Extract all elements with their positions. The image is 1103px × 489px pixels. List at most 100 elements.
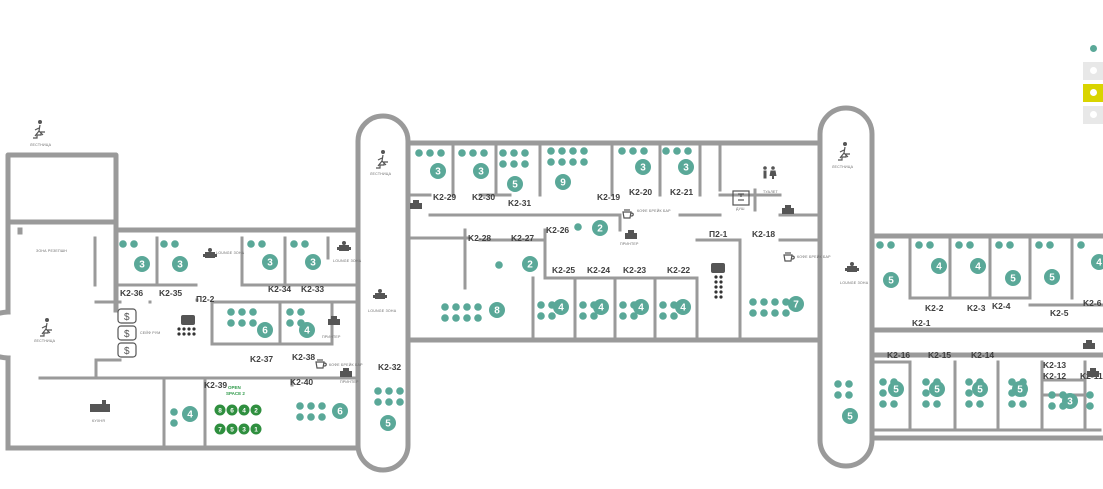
capacity-badge[interactable]: 5 bbox=[929, 381, 945, 397]
seat-dot[interactable] bbox=[684, 147, 692, 155]
room-label[interactable]: K2-6 bbox=[1083, 298, 1102, 308]
seat-dot[interactable] bbox=[452, 303, 460, 311]
seat-dot[interactable] bbox=[834, 391, 842, 399]
seat-dot[interactable] bbox=[286, 319, 294, 327]
seat-dot[interactable] bbox=[569, 147, 577, 155]
seat-dot[interactable] bbox=[619, 301, 627, 309]
seat-dot[interactable] bbox=[1035, 241, 1043, 249]
seat-dot[interactable] bbox=[160, 240, 168, 248]
room-label[interactable]: K2-16 bbox=[887, 350, 910, 360]
seat-dot[interactable] bbox=[510, 160, 518, 168]
capacity-badge[interactable]: 3 bbox=[635, 159, 651, 175]
seat-dot[interactable] bbox=[590, 312, 598, 320]
seat-dot[interactable] bbox=[580, 158, 588, 166]
room-label[interactable]: K2-23 bbox=[623, 265, 646, 275]
seat-dot[interactable] bbox=[249, 319, 257, 327]
seat-dot[interactable] bbox=[458, 149, 466, 157]
seat-dot[interactable] bbox=[171, 240, 179, 248]
room-label[interactable]: K2-30 bbox=[472, 192, 495, 202]
room-label[interactable]: K2-1 bbox=[912, 318, 931, 328]
seat-dot[interactable] bbox=[926, 241, 934, 249]
room-label[interactable]: K2-4 bbox=[992, 301, 1011, 311]
seat-dot[interactable] bbox=[630, 312, 638, 320]
seat-dot[interactable] bbox=[385, 387, 393, 395]
seat-dot[interactable] bbox=[547, 158, 555, 166]
seat-dot[interactable] bbox=[415, 149, 423, 157]
room-label[interactable]: K2-31 bbox=[508, 198, 531, 208]
capacity-badge[interactable]: 3 bbox=[172, 256, 188, 272]
seat-dot[interactable] bbox=[922, 378, 930, 386]
seat-dot[interactable] bbox=[247, 240, 255, 248]
capacity-badge[interactable]: 4 bbox=[633, 299, 649, 315]
seat-dot[interactable] bbox=[749, 309, 757, 317]
capacity-badge[interactable]: 3 bbox=[134, 256, 150, 272]
capacity-badge[interactable]: 6 bbox=[257, 322, 273, 338]
seat-dot[interactable] bbox=[463, 314, 471, 322]
room-label[interactable]: K2-25 bbox=[552, 265, 575, 275]
room-label[interactable]: K2-22 bbox=[667, 265, 690, 275]
seat-dot[interactable] bbox=[558, 147, 566, 155]
seat-dot[interactable] bbox=[297, 308, 305, 316]
seat-dot[interactable] bbox=[1046, 241, 1054, 249]
room-label[interactable]: K2-28 bbox=[468, 233, 491, 243]
open-space-seat[interactable]: 5 bbox=[226, 423, 238, 435]
seat-dot[interactable] bbox=[659, 301, 667, 309]
seat-dot[interactable] bbox=[548, 312, 556, 320]
room-label[interactable]: K2-33 bbox=[301, 284, 324, 294]
seat-dot[interactable] bbox=[1086, 391, 1094, 399]
capacity-badge[interactable]: 9 bbox=[555, 174, 571, 190]
seat-dot[interactable] bbox=[845, 380, 853, 388]
seat-dot[interactable] bbox=[965, 400, 973, 408]
capacity-badge[interactable]: 7 bbox=[788, 296, 804, 312]
seat-dot[interactable] bbox=[495, 261, 503, 269]
room-label[interactable]: K2-14 bbox=[971, 350, 994, 360]
seat-dot[interactable] bbox=[301, 240, 309, 248]
seat-dot[interactable] bbox=[537, 301, 545, 309]
room-label[interactable]: K2-13 bbox=[1043, 360, 1066, 370]
seat-dot[interactable] bbox=[119, 240, 127, 248]
seat-dot[interactable] bbox=[396, 398, 404, 406]
seat-dot[interactable] bbox=[385, 398, 393, 406]
seat-dot[interactable] bbox=[922, 389, 930, 397]
seat-dot[interactable] bbox=[318, 402, 326, 410]
seat-dot[interactable] bbox=[966, 241, 974, 249]
room-label[interactable]: K2-18 bbox=[752, 229, 775, 239]
seat-dot[interactable] bbox=[659, 312, 667, 320]
seat-dot[interactable] bbox=[890, 400, 898, 408]
room-label[interactable]: K2-36 bbox=[120, 288, 143, 298]
seat-dot[interactable] bbox=[922, 400, 930, 408]
seat-dot[interactable] bbox=[441, 314, 449, 322]
seat-dot[interactable] bbox=[130, 240, 138, 248]
seat-dot[interactable] bbox=[618, 147, 626, 155]
capacity-badge[interactable]: 5 bbox=[1012, 381, 1028, 397]
seat-dot[interactable] bbox=[579, 301, 587, 309]
seat-dot[interactable] bbox=[1077, 241, 1085, 249]
room-label[interactable]: K2-20 bbox=[629, 187, 652, 197]
capacity-badge[interactable]: 4 bbox=[553, 299, 569, 315]
seat-dot[interactable] bbox=[170, 419, 178, 427]
seat-dot[interactable] bbox=[619, 312, 627, 320]
room-label[interactable]: K2-40 bbox=[290, 377, 313, 387]
seat-dot[interactable] bbox=[426, 149, 434, 157]
seat-dot[interactable] bbox=[965, 378, 973, 386]
capacity-badge[interactable]: 5 bbox=[842, 408, 858, 424]
room-label[interactable]: K2-19 bbox=[597, 192, 620, 202]
seat-dot[interactable] bbox=[537, 312, 545, 320]
seat-dot[interactable] bbox=[673, 147, 681, 155]
capacity-badge[interactable]: 4 bbox=[931, 258, 947, 274]
seat-dot[interactable] bbox=[374, 387, 382, 395]
capacity-badge[interactable]: 5 bbox=[380, 415, 396, 431]
seat-dot[interactable] bbox=[296, 402, 304, 410]
capacity-badge[interactable]: 5 bbox=[507, 176, 523, 192]
seat-dot[interactable] bbox=[437, 149, 445, 157]
capacity-badge[interactable]: 3 bbox=[305, 254, 321, 270]
seat-dot[interactable] bbox=[547, 147, 555, 155]
capacity-badge[interactable]: 2 bbox=[522, 256, 538, 272]
capacity-badge[interactable]: 5 bbox=[883, 272, 899, 288]
capacity-badge[interactable]: 4 bbox=[675, 299, 691, 315]
seat-dot[interactable] bbox=[995, 241, 1003, 249]
room-label[interactable]: K2-32 bbox=[378, 362, 401, 372]
legend-selected-button[interactable] bbox=[1083, 84, 1103, 102]
seat-dot[interactable] bbox=[499, 149, 507, 157]
seat-dot[interactable] bbox=[227, 308, 235, 316]
